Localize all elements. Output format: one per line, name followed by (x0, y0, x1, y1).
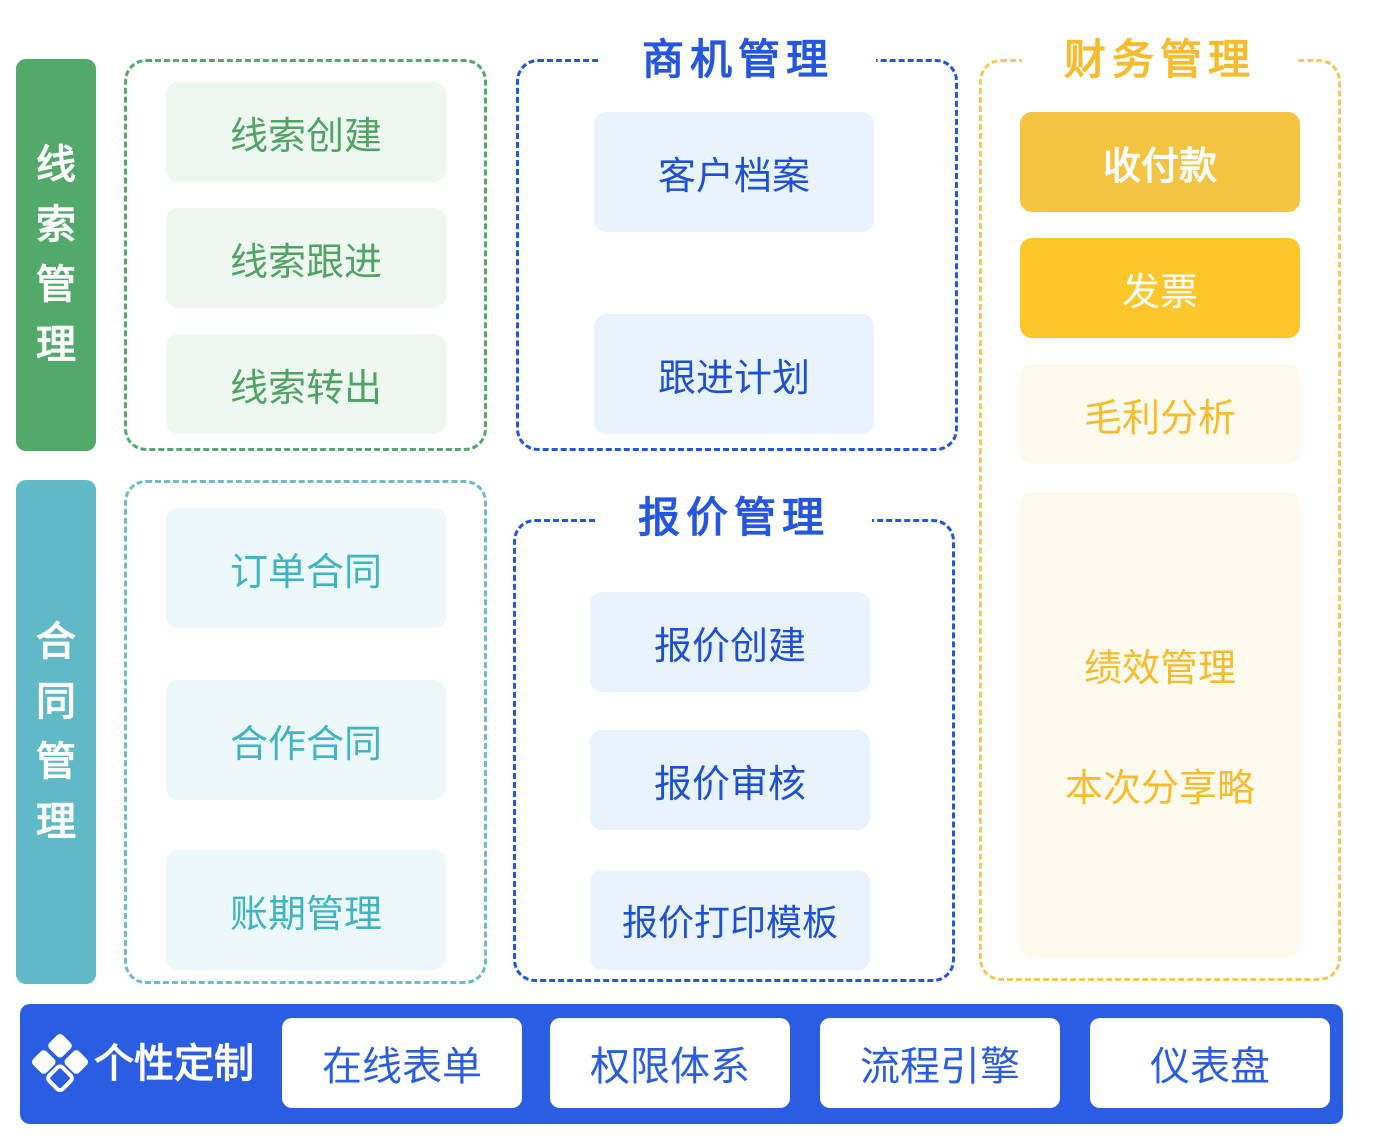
performance-management-item[interactable]: 绩效管理 (1083, 645, 1236, 690)
online-form-button[interactable]: 在线表单 (282, 1018, 522, 1108)
label-char: 同 (36, 679, 76, 725)
quote-print-template-item[interactable]: 报价打印模板 (590, 870, 870, 970)
diamond-grid-icon (30, 1032, 90, 1093)
cooperation-contract-item[interactable]: 合作合同 (166, 680, 446, 800)
contract-management-label: 合 同 管 理 (16, 480, 96, 984)
label-char: 管 (36, 262, 76, 308)
dashboard-button[interactable]: 仪表盘 (1090, 1018, 1330, 1108)
lead-transfer-item[interactable]: 线索转出 (166, 334, 446, 434)
customization-title: 个性定制 (94, 1041, 254, 1087)
performance-panel (1020, 492, 1300, 958)
workflow-engine-button[interactable]: 流程引擎 (820, 1018, 1060, 1108)
sharing-omitted-note: 本次分享略 (1064, 765, 1255, 810)
opportunity-title: 商机管理 (600, 32, 876, 88)
payment-term-item[interactable]: 账期管理 (166, 850, 446, 970)
lead-create-item[interactable]: 线索创建 (166, 82, 446, 182)
quote-title: 报价管理 (596, 490, 872, 546)
quote-review-item[interactable]: 报价审核 (590, 730, 870, 830)
followup-plan-item[interactable]: 跟进计划 (594, 314, 874, 434)
label-char: 理 (36, 799, 76, 845)
quote-create-item[interactable]: 报价创建 (590, 592, 870, 692)
label-char: 管 (36, 739, 76, 785)
lead-followup-item[interactable]: 线索跟进 (166, 208, 446, 308)
order-contract-item[interactable]: 订单合同 (166, 508, 446, 628)
leads-management-label: 线 索 管 理 (16, 59, 96, 451)
permission-system-button[interactable]: 权限体系 (550, 1018, 790, 1108)
customer-archive-item[interactable]: 客户档案 (594, 112, 874, 232)
gross-profit-analysis-item[interactable]: 毛利分析 (1020, 364, 1300, 464)
finance-title: 财务管理 (1022, 32, 1298, 88)
label-char: 线 (36, 142, 76, 188)
label-char: 理 (36, 322, 76, 368)
label-char: 合 (36, 619, 76, 665)
label-char: 索 (36, 202, 76, 248)
invoice-item[interactable]: 发票 (1020, 238, 1300, 338)
payment-collection-item[interactable]: 收付款 (1020, 112, 1300, 212)
contracts-group-frame (124, 480, 487, 984)
leads-group-frame (124, 59, 487, 451)
